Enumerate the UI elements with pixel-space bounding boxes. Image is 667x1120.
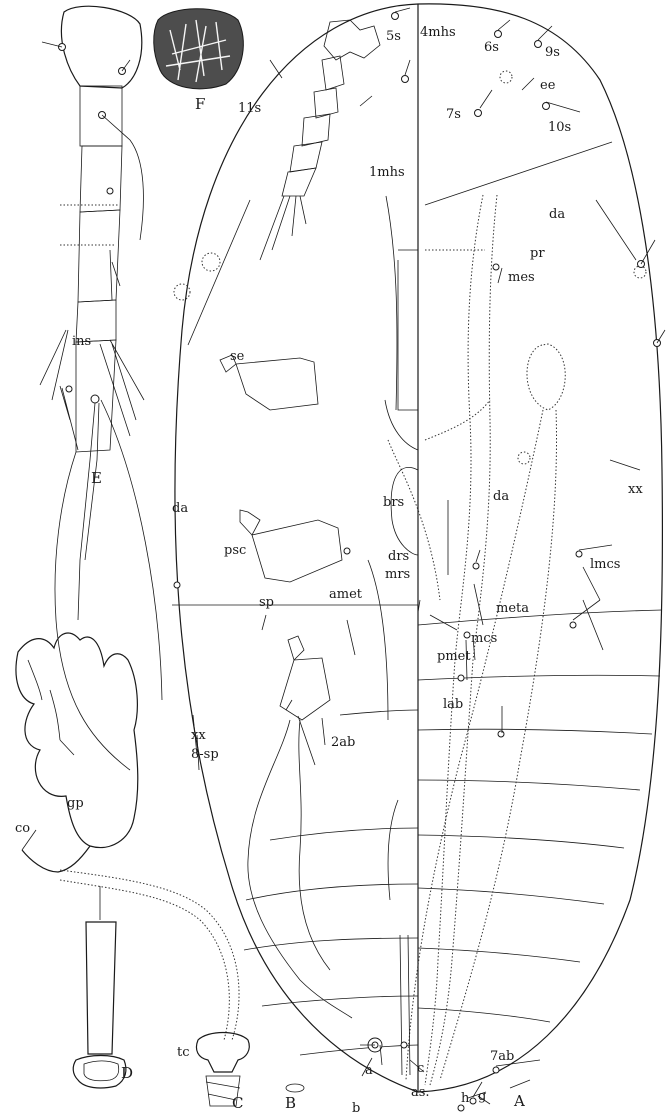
- label-xx-right: xx: [628, 482, 643, 497]
- label-co: co: [15, 821, 30, 836]
- label-h: h: [461, 1091, 470, 1106]
- figure-label-a: A: [513, 1092, 525, 1110]
- label-pmet: pmet: [437, 649, 471, 664]
- label-b: b: [352, 1101, 360, 1116]
- label-9s: 9s: [545, 45, 560, 60]
- label-da-top: da: [549, 207, 565, 222]
- body-legs: [220, 355, 418, 1075]
- figure-label-d: D: [121, 1064, 133, 1082]
- label-pr: pr: [530, 246, 545, 261]
- label-mes: mes: [508, 270, 535, 285]
- label-sp: sp: [259, 595, 274, 610]
- label-5s: 5s: [386, 29, 401, 44]
- figure-e-antenna: [40, 6, 162, 770]
- label-as: as.: [411, 1085, 430, 1100]
- figure-label-e: E: [91, 469, 102, 487]
- label-2ab: 2ab: [331, 735, 355, 750]
- label-brs: brs: [383, 495, 404, 510]
- label-g: g: [478, 1089, 486, 1104]
- label-c: c: [417, 1061, 424, 1076]
- label-xx-left: xx: [191, 728, 206, 743]
- label-amet: amet: [329, 587, 363, 602]
- label-meta: meta: [496, 601, 529, 616]
- label-4mhs: 4mhs: [420, 25, 456, 40]
- label-psc: psc: [224, 543, 246, 558]
- label-7s: 7s: [446, 107, 461, 122]
- label-1mhs: 1mhs: [369, 165, 405, 180]
- figure-label-b: B: [285, 1094, 296, 1112]
- label-a: a: [365, 1063, 373, 1078]
- label-7ab: 7ab: [490, 1049, 514, 1064]
- figure-f-texture: [154, 9, 244, 89]
- label-ee: ee: [540, 78, 556, 93]
- figure-gp-duct: [16, 633, 304, 1106]
- label-11s: 11s: [238, 101, 261, 116]
- label-gp: gp: [67, 796, 84, 811]
- label-6s: 6s: [484, 40, 499, 55]
- label-tc: tc: [177, 1045, 190, 1060]
- label-10s: 10s: [548, 120, 571, 135]
- label-mrs: mrs: [385, 567, 410, 582]
- label-mcs: mcs: [471, 631, 497, 646]
- label-da-left: da: [172, 501, 188, 516]
- label-drs: drs: [388, 549, 409, 564]
- label-ins: ins: [72, 334, 91, 349]
- label-da-mid: da: [493, 489, 509, 504]
- figure-label-c: C: [232, 1094, 243, 1112]
- label-lmcs: lmcs: [590, 557, 620, 572]
- label-se: se: [230, 349, 245, 364]
- figure-label-f: F: [195, 95, 205, 113]
- label-8-sp: 8-sp: [191, 747, 219, 762]
- label-lab: lab: [443, 697, 463, 712]
